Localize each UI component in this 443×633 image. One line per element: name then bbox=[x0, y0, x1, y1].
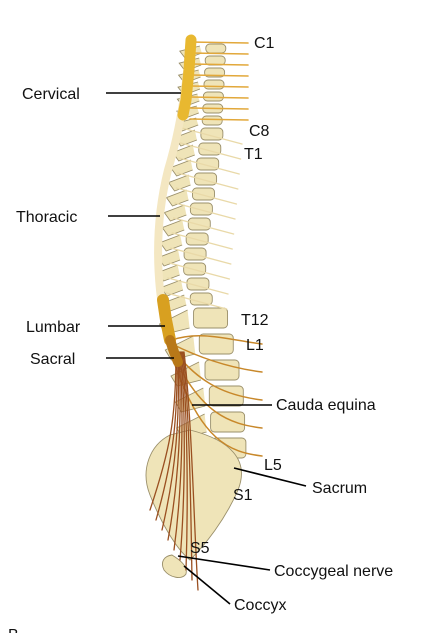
thoracic-nerve bbox=[170, 247, 232, 265]
sacrum-line bbox=[233, 467, 307, 487]
label-s5: S5 bbox=[190, 540, 210, 557]
thoracic-nerve bbox=[181, 127, 243, 145]
vertebra-body bbox=[198, 333, 234, 355]
cauda-equina-strand bbox=[161, 351, 180, 531]
vertebra-body bbox=[210, 411, 246, 433]
spinous-process bbox=[159, 234, 183, 252]
thoracic-nerve bbox=[177, 172, 239, 190]
cauda-equina-strand bbox=[181, 351, 188, 571]
thoracic-nerve bbox=[178, 157, 240, 175]
vertebra-body bbox=[193, 307, 229, 329]
label-sacrum: Sacrum bbox=[312, 480, 367, 497]
cauda-equina-strand bbox=[167, 351, 181, 541]
cervical-nerve bbox=[189, 85, 249, 88]
cervical-nerve bbox=[189, 118, 249, 121]
thoracic-nerve bbox=[168, 262, 231, 280]
label-c1: C1 bbox=[254, 35, 275, 52]
label-lumbar: Lumbar bbox=[26, 319, 81, 336]
spinous-process bbox=[167, 174, 191, 192]
lumbar-nerve bbox=[171, 343, 263, 373]
spinal-cord bbox=[154, 34, 197, 367]
cervical-nerve bbox=[189, 96, 249, 99]
thoracic-nerve bbox=[167, 277, 229, 295]
cervical-nerve bbox=[189, 52, 249, 55]
thoracic-nerve bbox=[174, 202, 236, 220]
cauda-equina-strand bbox=[179, 351, 185, 561]
label-t1: T1 bbox=[244, 146, 263, 163]
coccygeal-nerve-line bbox=[177, 555, 271, 571]
label-c8: C8 bbox=[249, 123, 270, 140]
label-l5: L5 bbox=[264, 457, 282, 474]
vertebra-body bbox=[189, 292, 213, 306]
lumbar-enlargement bbox=[157, 294, 176, 346]
thoracic-nerve bbox=[172, 217, 235, 235]
cauda-equina-strand bbox=[155, 351, 178, 521]
thoracic-nerve bbox=[165, 292, 228, 310]
spinous-process bbox=[169, 159, 193, 177]
vertebra-body bbox=[201, 115, 223, 126]
cervical-enlargement bbox=[177, 34, 197, 121]
spinous-process bbox=[165, 189, 189, 207]
label-t12: T12 bbox=[241, 312, 269, 329]
lumbar-nerve bbox=[171, 334, 263, 345]
label-s1: S1 bbox=[233, 487, 253, 504]
cervical-nerve bbox=[189, 41, 249, 44]
label-sacral: Sacral bbox=[30, 351, 75, 368]
vertebra-body bbox=[203, 79, 225, 90]
vertebra-body bbox=[204, 359, 240, 381]
label-thoracic: Thoracic bbox=[16, 209, 77, 226]
label-cervical: Cervical bbox=[22, 86, 80, 103]
cervical-nerve bbox=[189, 107, 249, 110]
cervical-nerve bbox=[189, 63, 249, 66]
thoracic-nerve bbox=[179, 142, 242, 160]
sacral-segment bbox=[165, 335, 183, 367]
cauda-equina-strand bbox=[173, 351, 183, 551]
spinous-process bbox=[163, 204, 187, 222]
label-l1: L1 bbox=[246, 337, 264, 354]
spinous-process bbox=[161, 219, 185, 237]
thoracic-nerve bbox=[171, 232, 233, 250]
vertebra-body bbox=[187, 217, 211, 231]
label-cauda-equina: Cauda equina bbox=[276, 397, 376, 414]
panel-letter: B bbox=[8, 627, 19, 633]
coccyx-line bbox=[183, 565, 231, 605]
vertebra-body bbox=[183, 262, 207, 276]
spinal-nerves bbox=[149, 41, 263, 591]
label-coccyx: Coccyx bbox=[234, 597, 286, 614]
vertebra-body bbox=[205, 43, 227, 54]
coccyx-bone bbox=[161, 554, 187, 578]
text-labels: Cervical Thoracic Lumbar Sacral C1 C8 T1… bbox=[8, 35, 393, 633]
thoracic-nerve bbox=[175, 187, 238, 205]
cauda-equina-strand bbox=[183, 351, 199, 591]
vertebra-body bbox=[189, 202, 213, 216]
vertebra-body bbox=[192, 187, 215, 201]
cervical-nerve bbox=[189, 74, 249, 77]
label-coccygeal-nerve: Coccygeal nerve bbox=[274, 563, 393, 580]
label-lines bbox=[106, 92, 307, 605]
cauda-equina-strand bbox=[149, 351, 177, 511]
cauda-equina-strand bbox=[182, 351, 193, 581]
